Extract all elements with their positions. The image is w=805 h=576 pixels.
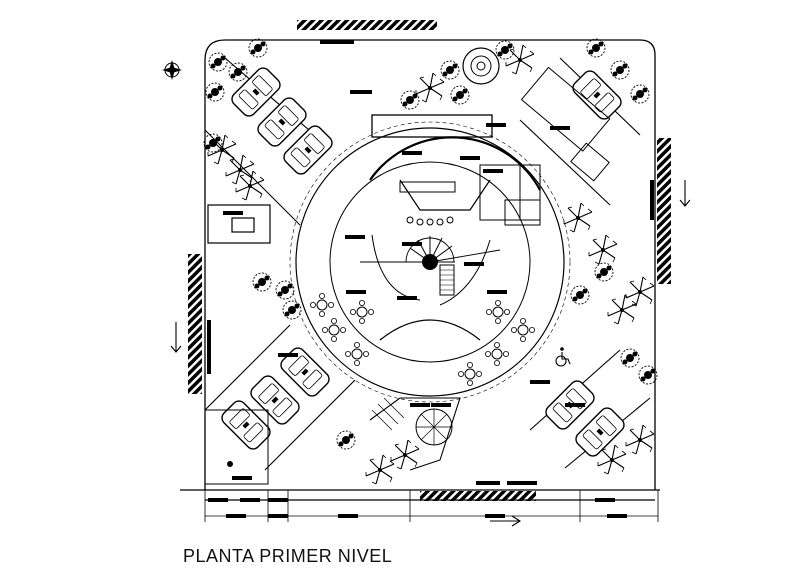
section-arrow-icon: [170, 180, 691, 527]
wheelchair-icon: [555, 347, 571, 367]
street-hatch-markers: [188, 20, 671, 501]
drawing-title: PLANTA PRIMER NIVEL: [183, 546, 393, 566]
dining-tables: [309, 292, 536, 387]
compass-rose-icon: [162, 60, 182, 80]
dimension-line: [204, 490, 659, 522]
central-stair: [405, 236, 455, 296]
fountain: [462, 47, 500, 85]
guard-house: [205, 204, 271, 485]
entry-plaza: [369, 397, 461, 471]
access-ramp: [520, 66, 611, 182]
